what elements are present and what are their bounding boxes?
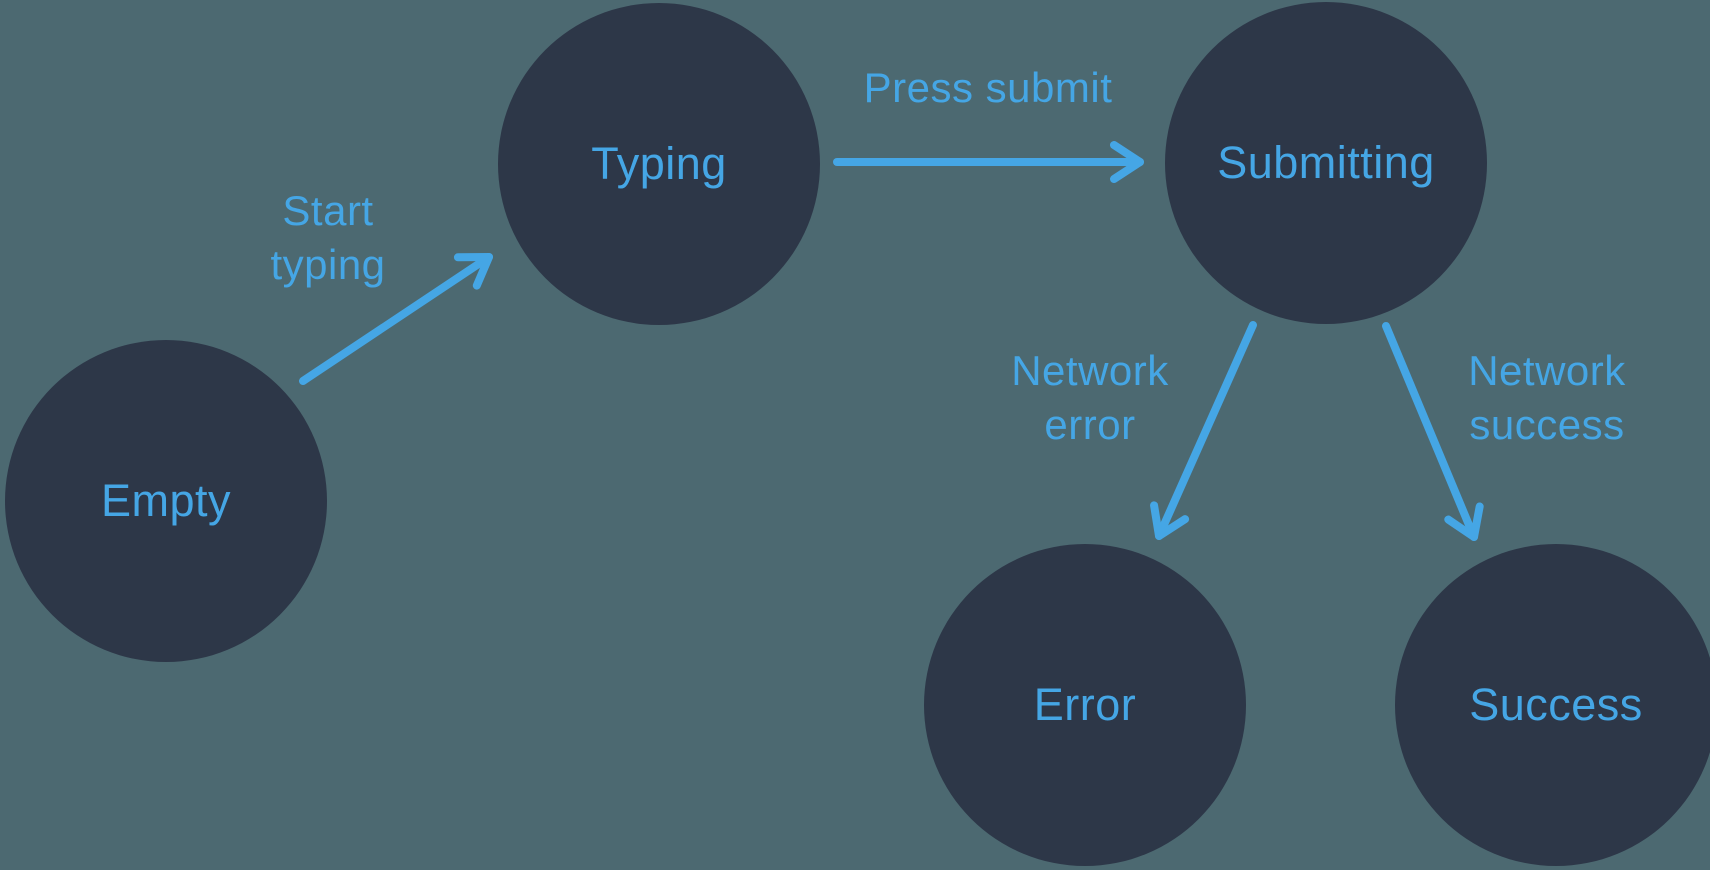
edge-label-press-submit: Press submit bbox=[864, 61, 1113, 115]
edge-label-network-error: Network error bbox=[1011, 344, 1169, 452]
edge-label-network-success: Network success bbox=[1468, 344, 1626, 452]
node-error-label: Error bbox=[1033, 679, 1137, 730]
edge-label-network-error-line1: Network bbox=[1011, 347, 1169, 394]
node-typing-label: Typing bbox=[591, 138, 727, 189]
node-typing: Typing bbox=[498, 3, 820, 325]
node-empty-label: Empty bbox=[100, 475, 232, 526]
arrow-network-error-icon bbox=[1150, 321, 1257, 540]
edge-label-start-typing-line2: typing bbox=[270, 241, 386, 288]
node-success: Success bbox=[1395, 544, 1710, 866]
edge-label-network-success-line1: Network bbox=[1468, 347, 1626, 394]
edge-label-start-typing-line1: Start bbox=[282, 187, 374, 234]
node-empty: Empty bbox=[5, 340, 327, 662]
node-submitting: Submitting bbox=[1165, 2, 1487, 324]
node-success-label: Success bbox=[1469, 679, 1643, 730]
edge-label-network-success-line2: success bbox=[1469, 401, 1625, 448]
arrow-network-success-icon bbox=[1382, 322, 1484, 541]
node-submitting-label: Submitting bbox=[1217, 137, 1435, 188]
edge-label-start-typing: Start typing bbox=[270, 184, 385, 292]
edge-label-network-error-line2: error bbox=[1044, 401, 1136, 448]
edge-label-press-submit-line1: Press submit bbox=[863, 64, 1113, 111]
node-error: Error bbox=[924, 544, 1246, 866]
